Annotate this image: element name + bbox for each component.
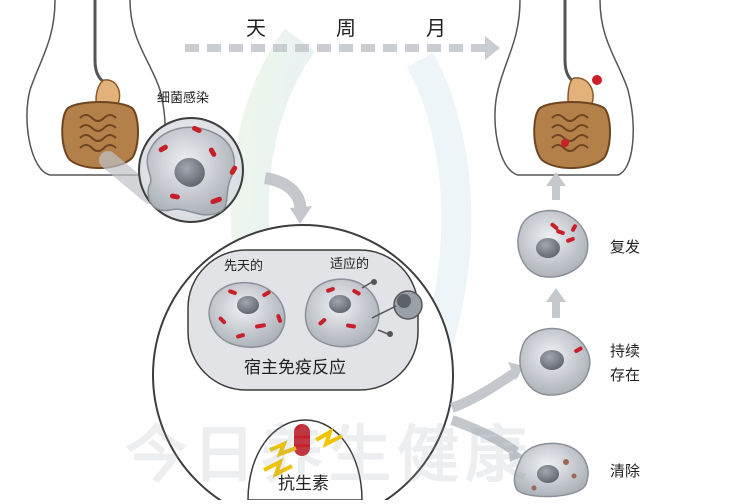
- infection-cell-bubble: [138, 117, 244, 223]
- timeline-arrow: [185, 36, 500, 60]
- host-response-circle: [152, 224, 454, 504]
- label-antibiotic: 抗生素: [278, 474, 329, 494]
- human-torso-right: [494, 0, 634, 176]
- label-relapse: 复发: [610, 238, 641, 256]
- lightning-icon: [269, 440, 297, 458]
- label-clear: 清除: [610, 462, 641, 480]
- lightning-icon: [263, 458, 293, 478]
- adaptive-immune-cell: [304, 278, 423, 348]
- label-infection: 细菌感染: [157, 91, 210, 106]
- lightning-icon: [315, 427, 343, 448]
- timeline-label-day: 天: [246, 16, 266, 40]
- infection-spot-icon: [561, 139, 569, 147]
- cleared-cell: [513, 442, 589, 498]
- human-torso-left: [26, 0, 166, 176]
- innate-immune-cell: [208, 281, 286, 348]
- arrow-head: [290, 206, 312, 224]
- label-innate: 先天的: [224, 259, 264, 274]
- label-adaptive: 适应的: [330, 257, 370, 272]
- watermark: 今日养生健康: [125, 418, 534, 491]
- label-persist-line1: 持续: [610, 342, 641, 360]
- label-host-response: 宿主免疫反应: [244, 358, 346, 378]
- timeline-label-week: 周: [336, 16, 356, 40]
- antibiotic-bubble: [247, 419, 363, 501]
- arrow-infection-to-response: [263, 172, 307, 213]
- arrow-to-persist: [450, 367, 519, 413]
- relapse-cell: [517, 209, 589, 278]
- bacterium-icon: [294, 424, 310, 456]
- intestine-icon: [61, 101, 139, 170]
- timeline-label-month: 月: [426, 16, 446, 40]
- infection-spot-icon: [592, 75, 602, 85]
- persisting-cell: [519, 327, 591, 396]
- label-persist-line2: 存在: [610, 366, 641, 384]
- intestine-icon: [533, 101, 611, 170]
